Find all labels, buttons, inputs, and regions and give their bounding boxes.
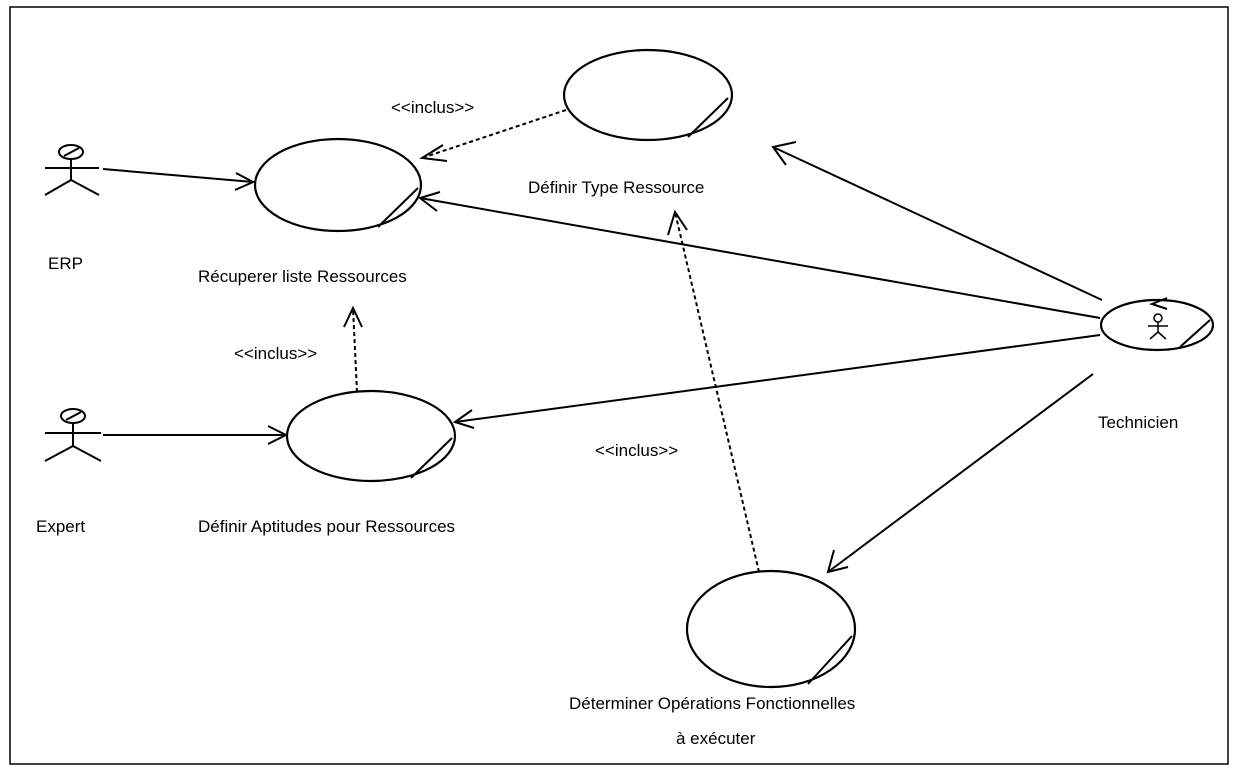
include-determiner-definir-type bbox=[667, 209, 760, 573]
include-label-3: <<inclus>> bbox=[595, 441, 678, 460]
actor-erp-icon bbox=[44, 144, 100, 196]
diagram-frame bbox=[9, 6, 1229, 765]
use-case-recuperer-label: Récuperer liste Ressources bbox=[198, 267, 407, 286]
actor-expert-icon bbox=[44, 408, 102, 462]
use-case-definir-aptitudes bbox=[285, 389, 457, 483]
use-case-definir-type bbox=[562, 48, 734, 142]
association-technicien-definir-type bbox=[771, 141, 1103, 301]
use-case-aptitudes-label: Définir Aptitudes pour Ressources bbox=[198, 517, 455, 536]
technicien-actor-ellipse bbox=[1099, 297, 1215, 352]
actor-technicien-icon bbox=[1148, 313, 1168, 340]
include-label-2: <<inclus>> bbox=[234, 344, 317, 363]
include-label-1: <<inclus>> bbox=[391, 98, 474, 117]
actor-expert-label: Expert bbox=[36, 517, 85, 536]
use-case-definir-type-label: Définir Type Ressource bbox=[528, 178, 704, 197]
association-technicien-aptitudes bbox=[452, 334, 1101, 429]
association-technicien-recuperer bbox=[417, 191, 1101, 319]
association-technicien-determiner bbox=[826, 373, 1094, 574]
use-case-recuperer bbox=[253, 137, 423, 233]
association-expert-aptitudes bbox=[103, 425, 289, 445]
actor-technicien-label: Technicien bbox=[1098, 413, 1178, 432]
include-aptitudes-recuperer bbox=[343, 305, 363, 393]
association-erp-recuperer bbox=[102, 168, 256, 191]
actor-erp-label: ERP bbox=[48, 254, 83, 273]
use-case-determiner bbox=[685, 569, 857, 689]
use-case-determiner-label-2: à exécuter bbox=[676, 729, 756, 748]
include-definir-type-recuperer bbox=[419, 109, 567, 162]
use-case-determiner-label-1: Déterminer Opérations Fonctionnelles bbox=[569, 694, 855, 713]
